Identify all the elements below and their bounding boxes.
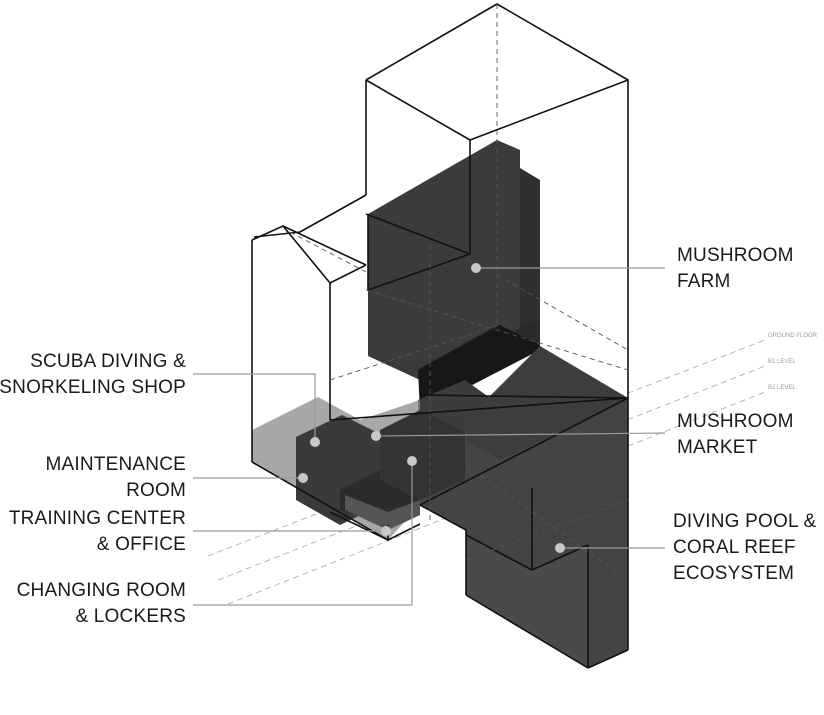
leader-scuba-shop bbox=[193, 373, 316, 442]
label-mushroom-farm: MUSHROOM FARM bbox=[677, 245, 794, 292]
label-training-center: TRAINING CENTER & OFFICE bbox=[8, 508, 186, 555]
leader-lines bbox=[193, 267, 666, 606]
marker-dots bbox=[298, 263, 565, 553]
dot-diving-pool bbox=[555, 543, 565, 553]
b1-level-tag: B1 LEVEL bbox=[768, 359, 796, 365]
dot-mushroom-farm bbox=[471, 263, 481, 273]
label-mushroom-market: MUSHROOM MARKET bbox=[677, 411, 794, 458]
label-scuba-shop: SCUBA DIVING & SNORKELING SHOP bbox=[0, 351, 186, 398]
dot-mushroom-market bbox=[371, 431, 381, 441]
dot-maintenance bbox=[298, 473, 308, 483]
label-maintenance-room: MAINTENANCE ROOM bbox=[45, 454, 186, 501]
dot-training bbox=[381, 526, 391, 536]
building-outline bbox=[251, 3, 629, 669]
dot-scuba-shop bbox=[310, 437, 320, 447]
ground-floor-tag: GROUND FLOOR bbox=[768, 333, 818, 339]
b2-level-tag: B2 LEVEL bbox=[768, 385, 796, 391]
diving-pool-volume bbox=[420, 346, 628, 668]
leader-changing bbox=[193, 461, 413, 606]
label-diving-pool: DIVING POOL & CORAL REEF ECOSYSTEM bbox=[673, 511, 817, 584]
b2-level-line bbox=[227, 391, 766, 605]
leader-mushroom-market bbox=[375, 432, 666, 437]
label-changing-room: CHANGING ROOM & LOCKERS bbox=[16, 580, 186, 627]
hidden-edges bbox=[289, 4, 629, 581]
dot-changing bbox=[407, 456, 417, 466]
